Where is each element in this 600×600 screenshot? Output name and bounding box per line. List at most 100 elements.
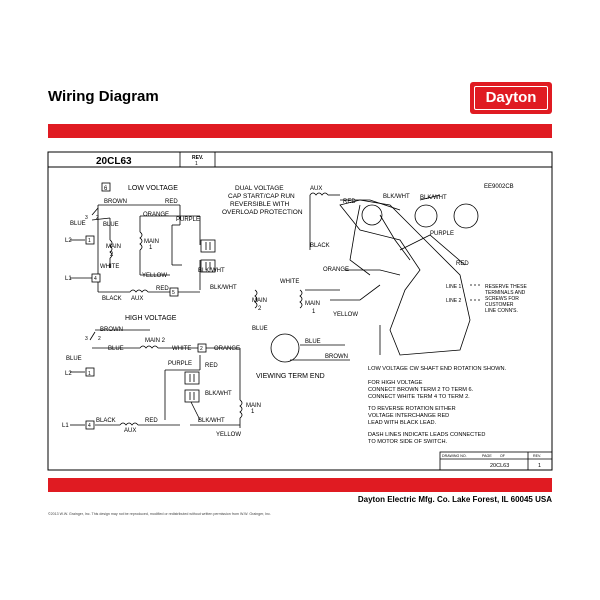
desc-line-4: OVERLOAD PROTECTION [222, 209, 303, 216]
lv-black: BLACK [102, 296, 122, 302]
company-footer: Dayton Electric Mfg. Co. Lake Forest, IL… [357, 495, 552, 504]
m-reserve-4: CUSTOMER [485, 302, 514, 308]
high-voltage-title: HIGH VOLTAGE [125, 315, 177, 322]
m-blk-wht2: BLK/WHT [420, 195, 447, 201]
hv-black: BLACK [96, 418, 116, 424]
note-dash-2: TO MOTOR SIDE OF SWITCH. [368, 439, 447, 445]
note-rev-1: TO REVERSE ROTATION EITHER [368, 406, 456, 412]
lv-l1: L1 [65, 276, 72, 282]
lv-red: RED [165, 199, 178, 205]
hv-blk-wht: BLK/WHT [205, 391, 232, 397]
rev-value: 1 [195, 161, 198, 167]
drawing-model: 20CL63 [490, 463, 509, 469]
m-yellow: YELLOW [333, 312, 358, 318]
lv-l2: L2 [65, 238, 72, 244]
lv-orange: ORANGE [143, 212, 169, 218]
hv-purple: PURPLE [168, 361, 192, 367]
desc-line-1: DUAL VOLTAGE [235, 185, 284, 192]
hv-terminal-4: 4 [88, 423, 91, 429]
lv-purple: PURPLE [176, 217, 200, 223]
m-reserve-1: RESERVE THESE [485, 284, 527, 290]
lv-yellow: YELLOW [142, 273, 167, 279]
low-voltage-title: LOW VOLTAGE [128, 185, 178, 192]
lv-blk-wht: BLK/WHT [198, 268, 225, 274]
hv-blk-wht2: BLK/WHT [198, 418, 225, 424]
note-hv-3: CONNECT WHITE TERM 4 TO TERM 2. [368, 394, 470, 400]
m-red-b: RED [456, 261, 469, 267]
m-main2-b: 2 [258, 306, 262, 312]
m-line2: LINE 2 [446, 298, 462, 304]
m-reserve-2: TERMINALS AND [485, 290, 526, 296]
drawing-rev-value: 1 [538, 463, 541, 469]
lv-white: WHITE [100, 264, 119, 270]
m-part-no: EE9002CB [484, 184, 514, 190]
diagram-frame [47, 151, 553, 471]
hv-red-b: RED [145, 418, 158, 424]
lv-main2-b: 2 [110, 252, 114, 258]
m-white: WHITE [280, 279, 299, 285]
m-red-a: RED [343, 199, 356, 205]
copyright-text: ©2013 W.W. Grainger, Inc. This design ma… [48, 512, 271, 516]
hv-terminal-2: 2 [200, 346, 203, 352]
model-number: 20CL63 [96, 156, 132, 167]
m-main1-a: MAIN [305, 301, 320, 307]
m-black: BLACK [310, 243, 330, 249]
m-purple: PURPLE [430, 231, 454, 237]
hv-red-a: RED [205, 363, 218, 369]
lv-main1-a: MAIN [144, 239, 159, 245]
m-viewing: VIEWING TERM END [256, 373, 325, 380]
hv-main2: MAIN 2 [145, 338, 166, 344]
page-title: Wiring Diagram [48, 88, 159, 105]
hv-yellow: YELLOW [216, 432, 241, 438]
hv-main1-a: MAIN [246, 403, 261, 409]
m-main2-a: MAIN [252, 298, 267, 304]
desc-line-2: CAP START/CAP RUN [228, 193, 295, 200]
desc-line-3: REVERSIBLE WITH [230, 201, 290, 208]
lv-n2: 2 [96, 215, 99, 221]
hv-l2: L2 [65, 371, 72, 377]
lv-blk-wht2: BLK/WHT [210, 285, 237, 291]
m-blue: BLUE [252, 326, 268, 332]
m-blk-wht: BLK/WHT [383, 194, 410, 200]
lv-red-b: RED [156, 286, 169, 292]
hv-blue-b: BLUE [108, 346, 124, 352]
page-label: PAGE [482, 454, 492, 458]
note-dash-1: DASH LINES INDICATE LEADS CONNECTED [368, 432, 485, 438]
bottom-red-bar [48, 478, 552, 492]
m-line1: LINE 1 [446, 284, 462, 290]
lv-main2-a: MAIN [106, 244, 121, 250]
note-rev-3: LEAD WITH BLACK LEAD. [368, 420, 437, 426]
m-orange: ORANGE [323, 267, 349, 273]
logo-text: Dayton [474, 86, 548, 110]
hv-brown: BROWN [100, 327, 123, 333]
hv-blue: BLUE [66, 356, 82, 362]
lv-n3: 3 [85, 215, 88, 221]
m-aux: AUX [310, 186, 322, 192]
m-blue-b: BLUE [305, 339, 321, 345]
m-brown: BROWN [325, 354, 348, 360]
note-hv-1: FOR HIGH VOLTAGE [368, 380, 423, 386]
lv-blue: BLUE [70, 221, 86, 227]
hv-n3: 3 [85, 336, 88, 342]
lv-terminal-1: 1 [88, 238, 91, 244]
hv-orange: ORANGE [214, 346, 240, 352]
hv-l1: L1 [62, 423, 69, 429]
lv-terminal-5: 5 [172, 290, 175, 296]
hv-white: WHITE [172, 346, 191, 352]
lv-main1-b: 1 [149, 245, 153, 251]
hv-main1-b: 1 [251, 409, 255, 415]
top-red-bar [48, 124, 552, 138]
lv-brown: BROWN [104, 199, 127, 205]
note-hv-2: CONNECT BROWN TERM 2 TO TERM 6. [368, 387, 474, 393]
hv-aux: AUX [124, 428, 136, 434]
note-rev-2: VOLTAGE INTERCHANGE RED [368, 413, 449, 419]
m-main1-b: 1 [312, 309, 316, 315]
drawing-rev-label: REV. [533, 454, 541, 458]
lv-terminal-4: 4 [94, 276, 97, 282]
hv-terminal-1: 1 [88, 371, 91, 377]
m-reserve-5: LINE CONN'S. [485, 308, 518, 314]
m-reserve-3: SCREWS FOR [485, 296, 519, 302]
drawing-no-label: DRAWING NO. [442, 454, 467, 458]
lv-blue-b: BLUE [103, 222, 119, 228]
